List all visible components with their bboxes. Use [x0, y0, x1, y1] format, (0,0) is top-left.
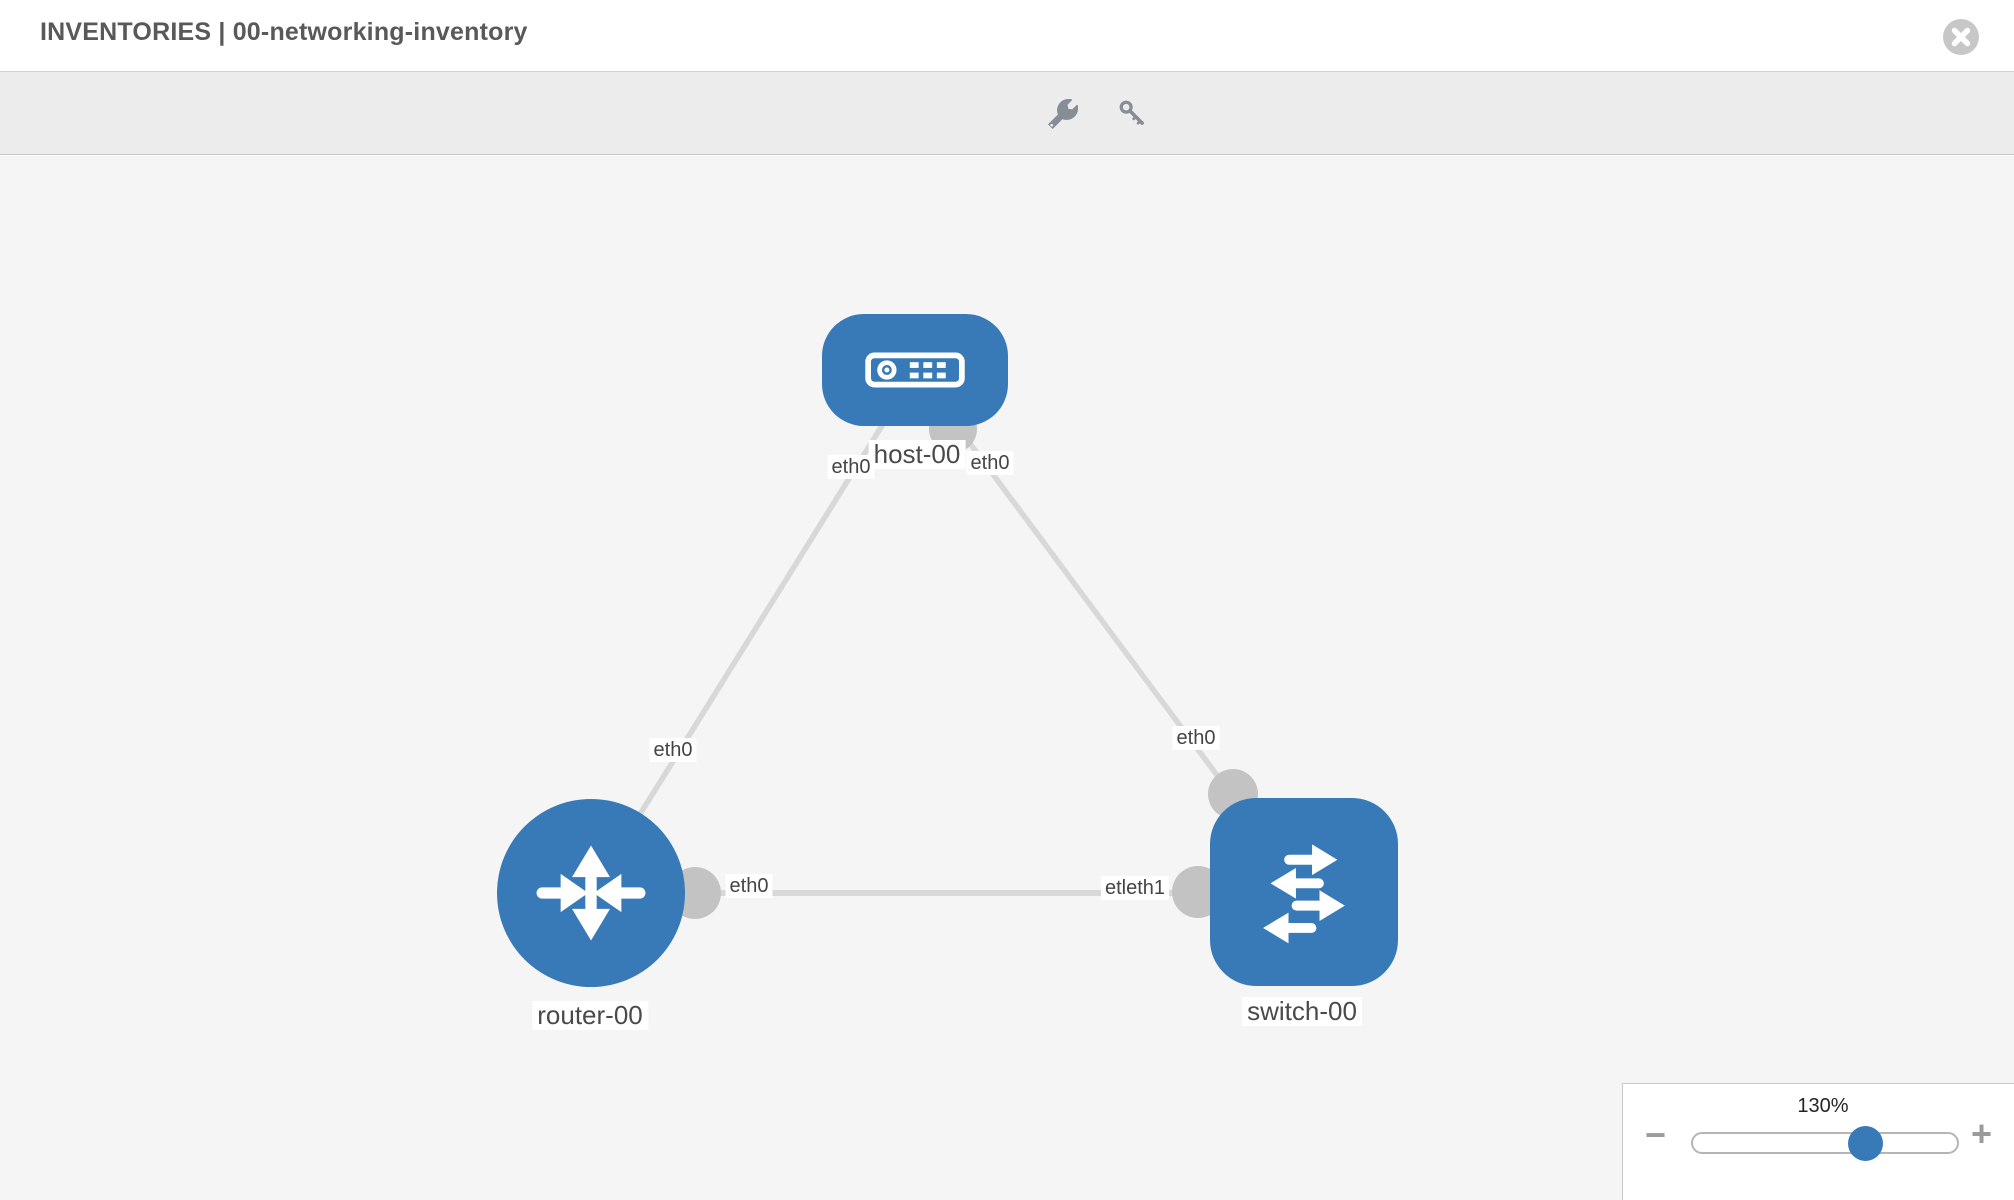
- node-switch-00[interactable]: [1210, 798, 1398, 986]
- node-label-router: router-00: [532, 1001, 648, 1031]
- node-host-00[interactable]: [822, 314, 1008, 426]
- host-icon: [865, 352, 965, 388]
- node-label-host: host-00: [868, 440, 966, 470]
- zoom-in-button[interactable]: +: [1971, 1113, 1993, 1154]
- wrench-button[interactable]: [1046, 98, 1080, 132]
- zoom-out-button[interactable]: −: [1645, 1114, 1667, 1155]
- page-title: INVENTORIES | 00-networking-inventory: [40, 18, 528, 46]
- zoom-slider-thumb[interactable]: [1848, 1126, 1883, 1161]
- key-button[interactable]: [1116, 98, 1150, 132]
- zoom-slider-track[interactable]: [1691, 1126, 1959, 1161]
- zoom-panel: 130% − +: [1622, 1083, 2014, 1200]
- close-button[interactable]: [1942, 18, 1980, 56]
- zoom-value: 130%: [1797, 1095, 1849, 1117]
- close-icon: [1943, 19, 1979, 55]
- node-label-switch: switch-00: [1242, 997, 1362, 1027]
- wrench-icon: [1048, 98, 1079, 129]
- interface-label: eth0: [966, 451, 1014, 475]
- interface-label: eth0: [725, 874, 773, 898]
- page-header: INVENTORIES | 00-networking-inventory: [0, 0, 2014, 71]
- interface-label: eth0: [649, 738, 697, 762]
- key-icon: [1119, 100, 1144, 125]
- topology-edges: [588, 369, 1307, 896]
- toolbar: [0, 71, 2014, 155]
- node-router-00[interactable]: [497, 799, 685, 987]
- topology-canvas[interactable]: host-00 router-00 switch-00 eth0 eth0 et…: [0, 156, 2014, 1200]
- switch-icon: [1263, 844, 1345, 944]
- interface-label: etleth1: [1100, 876, 1170, 900]
- interface-label: eth0: [827, 455, 875, 479]
- router-icon: [536, 845, 646, 941]
- interface-label: eth0: [1172, 726, 1220, 750]
